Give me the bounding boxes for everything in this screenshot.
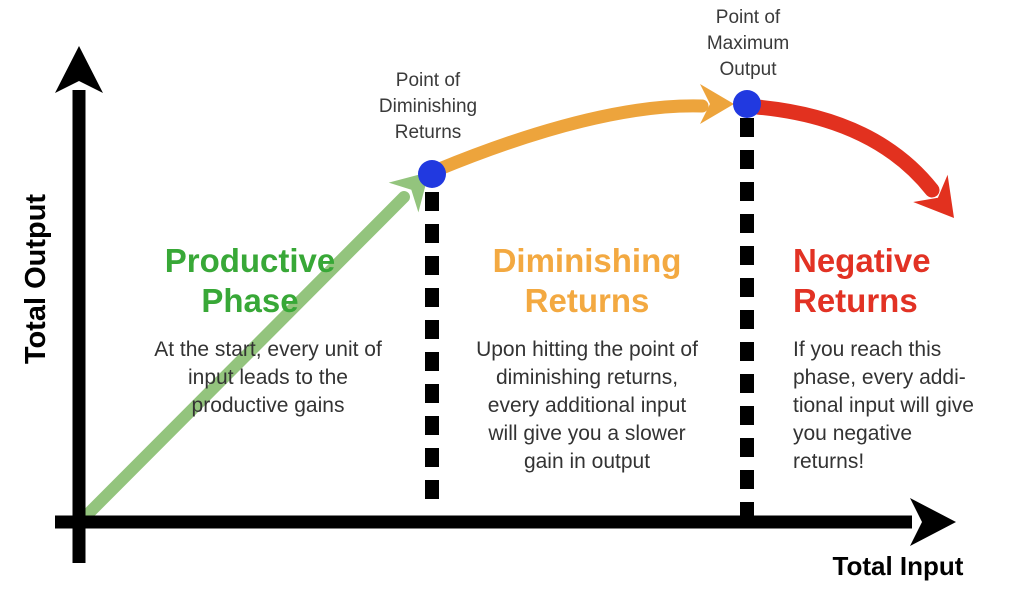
body-line: diminishing returns, (495, 366, 679, 389)
diminishing-curve (430, 99, 709, 177)
body-line: At the start, every unit of (154, 338, 382, 361)
body-line: tional input will give (793, 394, 974, 417)
point-label-line: Output (719, 59, 777, 80)
productive-arrowhead-icon (388, 172, 429, 213)
diminishing-returns-heading: Diminishing Returns (457, 241, 717, 321)
body-line: Upon hitting the point of (476, 338, 698, 361)
negative-curve (749, 99, 940, 198)
point-label-line: Point of (715, 7, 781, 28)
body-line: input leads to the (188, 366, 348, 389)
productive-phase-description: At the start, every unit of input leads … (128, 336, 408, 420)
point-label-maximum: Point of Maximum Output (658, 5, 838, 83)
heading-line: Diminishing (492, 242, 682, 279)
heading-line: Returns (793, 282, 918, 319)
body-line: productive gains (191, 394, 345, 417)
negative-returns-description: If you reach this phase, every addi- tio… (793, 336, 1013, 476)
diminishing-arrowhead-icon (700, 84, 734, 124)
body-line: returns! (793, 450, 865, 473)
body-line: gain in output (523, 450, 651, 473)
x-axis-arrowhead-icon (910, 498, 956, 546)
point-label-line: Returns (394, 122, 462, 143)
point-dot-maximum (733, 90, 761, 118)
point-label-diminishing: Point of Diminishing Returns (338, 68, 518, 146)
x-axis-label: Total Input (832, 551, 964, 581)
point-label-line: Diminishing (378, 96, 478, 117)
negative-arrowhead-icon (913, 174, 954, 218)
diminishing-returns-description: Upon hitting the point of diminishing re… (447, 336, 727, 476)
body-line: If you reach this (793, 338, 942, 361)
heading-line: Phase (201, 282, 299, 319)
heading-line: Negative (793, 242, 931, 279)
point-label-line: Maximum (706, 33, 790, 54)
heading-line: Productive (164, 242, 336, 279)
point-label-line: Point of (395, 70, 461, 91)
body-line: phase, every addi- (793, 366, 966, 389)
body-line: every additional input (487, 394, 687, 417)
point-dot-diminishing (418, 160, 446, 188)
y-axis-label: Total Output (20, 193, 52, 365)
productive-phase-heading: Productive Phase (120, 241, 380, 321)
body-line: will give you a slower (488, 422, 686, 445)
body-line: you negative (793, 422, 913, 445)
productive-curve (81, 191, 410, 521)
y-axis-arrowhead-icon (55, 46, 103, 93)
heading-line: Returns (524, 282, 650, 319)
negative-returns-heading: Negative Returns (793, 241, 1013, 321)
